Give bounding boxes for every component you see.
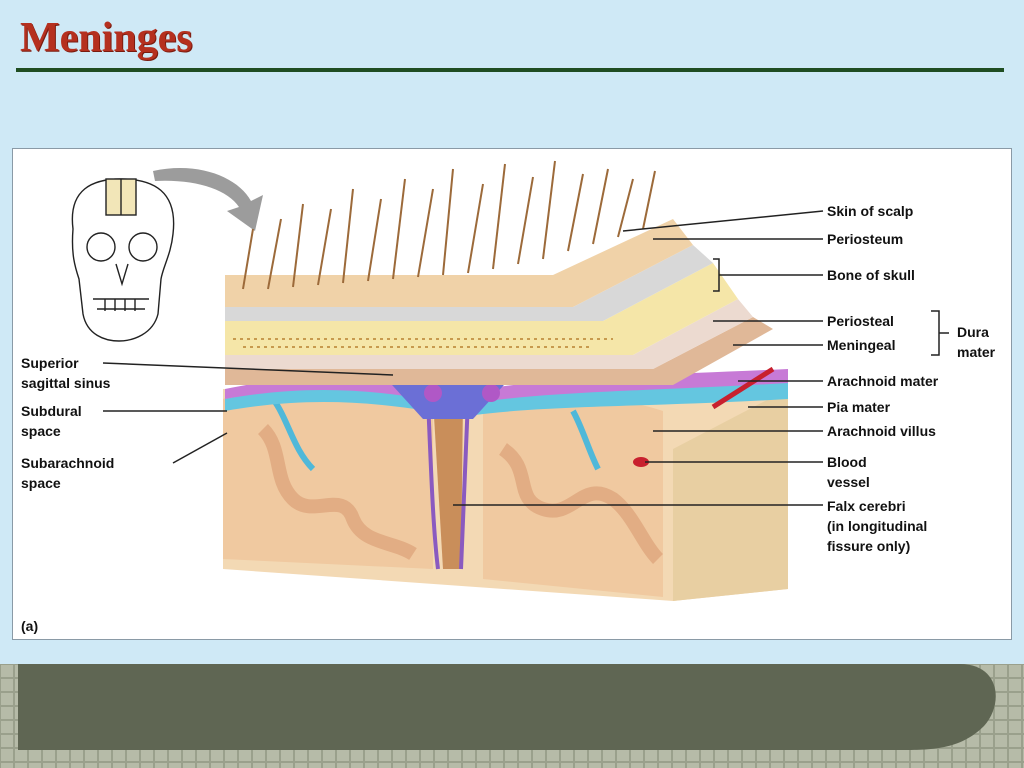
arrow-icon [153, 168, 263, 231]
panel-label: (a) [21, 618, 38, 634]
label-skin-of-scalp: Skin of scalp [827, 203, 913, 219]
label-subarachnoid-space-1: Subarachnoid [21, 455, 114, 471]
label-dura-mater-2: mater [957, 344, 996, 360]
label-blood-vessel-2: vessel [827, 474, 870, 490]
label-falx-cerebri-3: fissure only) [827, 538, 910, 554]
label-periosteal: Periosteal [827, 313, 894, 329]
meninges-diagram: Skin of scalp Periosteum Bone of skull P… [13, 149, 1011, 639]
title-rule [16, 68, 1004, 72]
footer-pattern [0, 664, 1024, 768]
footer-banner [0, 664, 1024, 768]
arachnoid-villus [424, 384, 442, 402]
label-periosteum: Periosteum [827, 231, 903, 247]
label-superior-sagittal-sinus-1: Superior [21, 355, 79, 371]
label-blood-vessel-1: Blood [827, 454, 867, 470]
brain-block [223, 384, 788, 601]
slide-title: Meninges [20, 14, 193, 62]
label-subdural-space-1: Subdural [21, 403, 82, 419]
label-bone-of-skull: Bone of skull [827, 267, 915, 283]
label-meningeal: Meningeal [827, 337, 895, 353]
label-dura-mater-1: Dura [957, 324, 989, 340]
label-arachnoid-villus: Arachnoid villus [827, 423, 936, 439]
label-subdural-space-2: space [21, 423, 61, 439]
figure-panel: Skin of scalp Periosteum Bone of skull P… [12, 148, 1012, 640]
label-pia-mater: Pia mater [827, 399, 891, 415]
arachnoid-villus-2 [482, 384, 500, 402]
label-falx-cerebri-2: (in longitudinal [827, 518, 927, 534]
label-arachnoid-mater: Arachnoid mater [827, 373, 939, 389]
label-falx-cerebri-1: Falx cerebri [827, 498, 906, 514]
label-superior-sagittal-sinus-2: sagittal sinus [21, 375, 111, 391]
skull-icon [72, 179, 173, 341]
label-subarachnoid-space-2: space [21, 475, 61, 491]
